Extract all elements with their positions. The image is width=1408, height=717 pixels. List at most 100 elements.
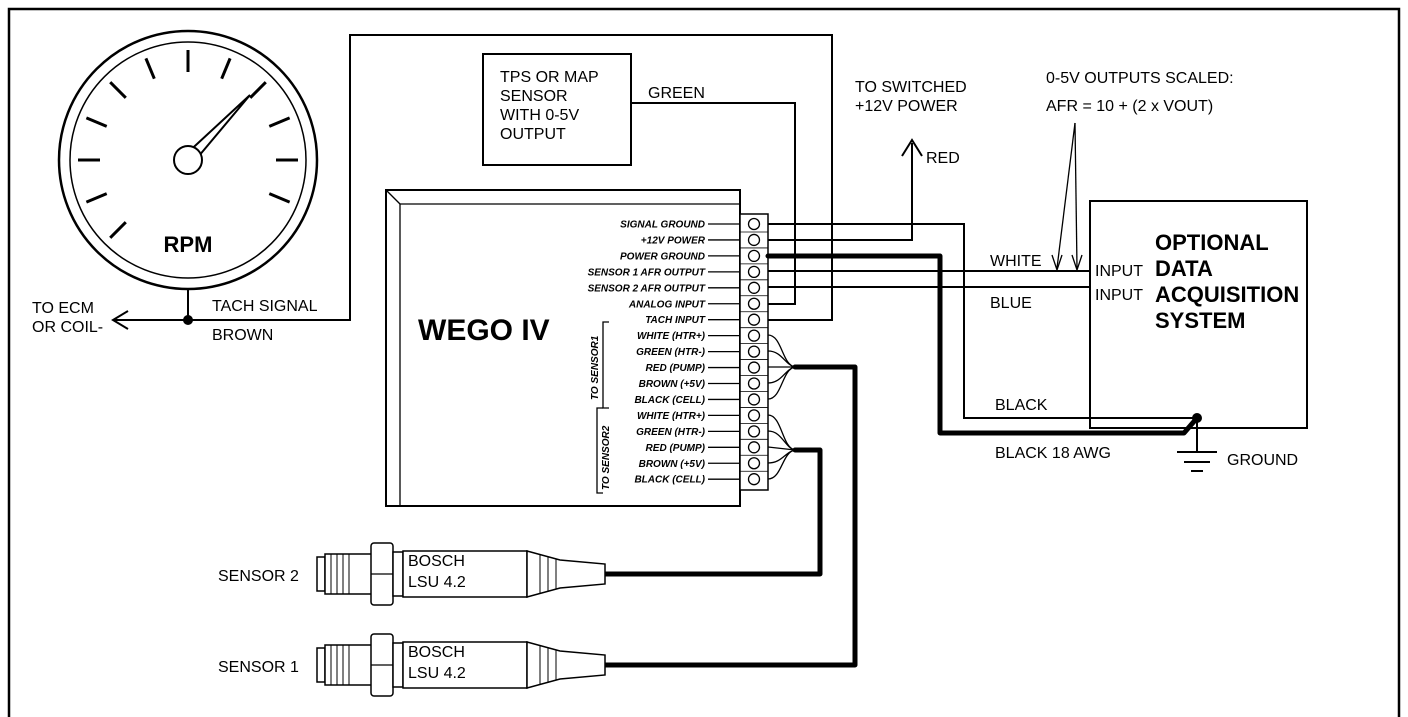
sensor1-label: SENSOR 1 — [218, 659, 299, 676]
gauge-tick — [85, 192, 108, 204]
sensor1-harness — [602, 334, 858, 668]
ecm-label-2: OR COIL- — [32, 319, 103, 336]
to-sensor1-label: TO SENSOR1 — [590, 335, 601, 400]
power-arrow-icon — [901, 138, 923, 157]
terminal-screw — [747, 425, 761, 438]
white-wire-label: WHITE — [990, 253, 1042, 270]
terminal-screw — [747, 441, 761, 454]
blue-wire-label: BLUE — [990, 295, 1032, 312]
gauge-tick — [220, 57, 232, 80]
tach-wire-color: BROWN — [212, 327, 273, 344]
sensor2-bracket — [596, 407, 603, 494]
tach-signal-label: TACH SIGNAL — [212, 298, 318, 315]
pin-label: BLACK (CELL) — [634, 395, 705, 406]
sensor2-model: LSU 4.2 — [408, 574, 466, 591]
pin-label: BLACK (CELL) — [634, 475, 705, 486]
sensor2-harness — [602, 414, 823, 577]
power-line-2: +12V POWER — [855, 98, 958, 115]
gauge-label: RPM — [164, 232, 213, 257]
tps-line-3: WITH 0-5V — [500, 107, 579, 124]
rpm-gauge-icon: RPM — [57, 29, 319, 291]
power-wire — [768, 143, 913, 241]
to-sensor2-label: TO SENSOR2 — [601, 425, 612, 490]
power-wire-color: RED — [926, 150, 960, 167]
diagram-frame — [7, 7, 1401, 717]
pin-label: RED (PUMP) — [646, 443, 706, 454]
pin-label: WHITE (HTR+) — [637, 331, 706, 342]
ground-symbol-icon — [1177, 418, 1217, 472]
note-pointer-1 — [1056, 122, 1076, 269]
tps-line-4: OUTPUT — [500, 126, 566, 143]
ecm-label-1: TO ECM — [32, 300, 94, 317]
controller-name: WEGO IV — [418, 314, 550, 347]
tps-wire — [631, 102, 796, 305]
gauge-tick — [109, 81, 127, 99]
daq-input-2: INPUT — [1095, 287, 1143, 304]
daq-line-2: DATA — [1155, 256, 1213, 281]
outputs-note-2: AFR = 10 + (2 x VOUT) — [1046, 98, 1213, 115]
black-wire-label: BLACK — [995, 397, 1048, 414]
terminal-screw — [747, 377, 761, 390]
oxygen-sensor-icon — [316, 633, 606, 697]
terminal-screw — [747, 249, 761, 263]
terminal-screw — [747, 409, 761, 422]
pin-label: GREEN (HTR-) — [636, 347, 706, 358]
terminal-screw — [747, 345, 761, 358]
pin-label: BROWN (+5V) — [639, 379, 706, 390]
sensor2-label: SENSOR 2 — [218, 568, 299, 585]
daq-line-4: SYSTEM — [1155, 308, 1245, 333]
outputs-note-1: 0-5V OUTPUTS SCALED: — [1046, 70, 1234, 87]
pin-label: SENSOR 2 AFR OUTPUT — [588, 283, 706, 294]
terminal-screw — [747, 297, 761, 310]
terminal-screw — [747, 265, 761, 279]
power-ground-wire — [765, 253, 1200, 436]
sensor1-bracket — [602, 321, 609, 409]
gauge-tick — [109, 221, 127, 239]
pin-label: SIGNAL GROUND — [620, 220, 705, 231]
tps-line-2: SENSOR — [500, 88, 568, 105]
pin-label: WHITE (HTR+) — [637, 411, 706, 422]
signal-ground-wire — [768, 223, 1197, 419]
pin-list: SIGNAL GROUND +12V POWER POWER GROUND SENSO… — [588, 217, 768, 486]
daq-input-1: INPUT — [1095, 263, 1143, 280]
terminal-screw — [747, 233, 761, 247]
pin-label: TACH INPUT — [645, 315, 706, 326]
pin-label: ANALOG INPUT — [628, 299, 706, 310]
pin-label: +12V POWER — [641, 235, 706, 246]
sensor1-brand: BOSCH — [408, 644, 465, 661]
terminal-screw — [747, 393, 761, 406]
pin-label: SENSOR 1 AFR OUTPUT — [588, 267, 706, 278]
tps-wire-color: GREEN — [648, 85, 705, 102]
pin-label: GREEN (HTR-) — [636, 427, 706, 438]
gauge-tick — [144, 57, 156, 80]
pin-label: BROWN (+5V) — [639, 459, 706, 470]
sensor1-model: LSU 4.2 — [408, 665, 466, 682]
terminal-screw — [747, 217, 761, 231]
wego-controller: WEGO IV — [385, 189, 741, 507]
terminal-screw — [747, 329, 761, 342]
daq-line-3: ACQUISITION — [1155, 282, 1299, 307]
ground-label: GROUND — [1227, 452, 1298, 469]
gauge-tick — [85, 116, 108, 128]
power-line-1: TO SWITCHED — [855, 79, 967, 96]
terminal-screw — [747, 281, 761, 294]
tps-line-1: TPS OR MAP — [500, 69, 599, 86]
tps-box — [482, 53, 632, 166]
gauge-tick — [268, 192, 291, 204]
black-18awg-label: BLACK 18 AWG — [995, 445, 1111, 462]
terminal-screw — [747, 313, 761, 326]
terminal-screw — [747, 457, 761, 470]
terminal-screw — [747, 361, 761, 374]
terminal-screw — [747, 473, 761, 486]
oxygen-sensor-icon — [316, 542, 606, 606]
gauge-tick — [249, 81, 267, 99]
gauge-tick — [268, 116, 291, 128]
daq-line-1: OPTIONAL — [1155, 230, 1269, 255]
daq-box — [1089, 200, 1308, 429]
pin-label: RED (PUMP) — [646, 363, 706, 374]
note-pointer-2 — [1074, 122, 1078, 269]
ecm-arrow-icon — [111, 310, 129, 330]
sensor2-brand: BOSCH — [408, 553, 465, 570]
pin-label: POWER GROUND — [620, 251, 705, 262]
